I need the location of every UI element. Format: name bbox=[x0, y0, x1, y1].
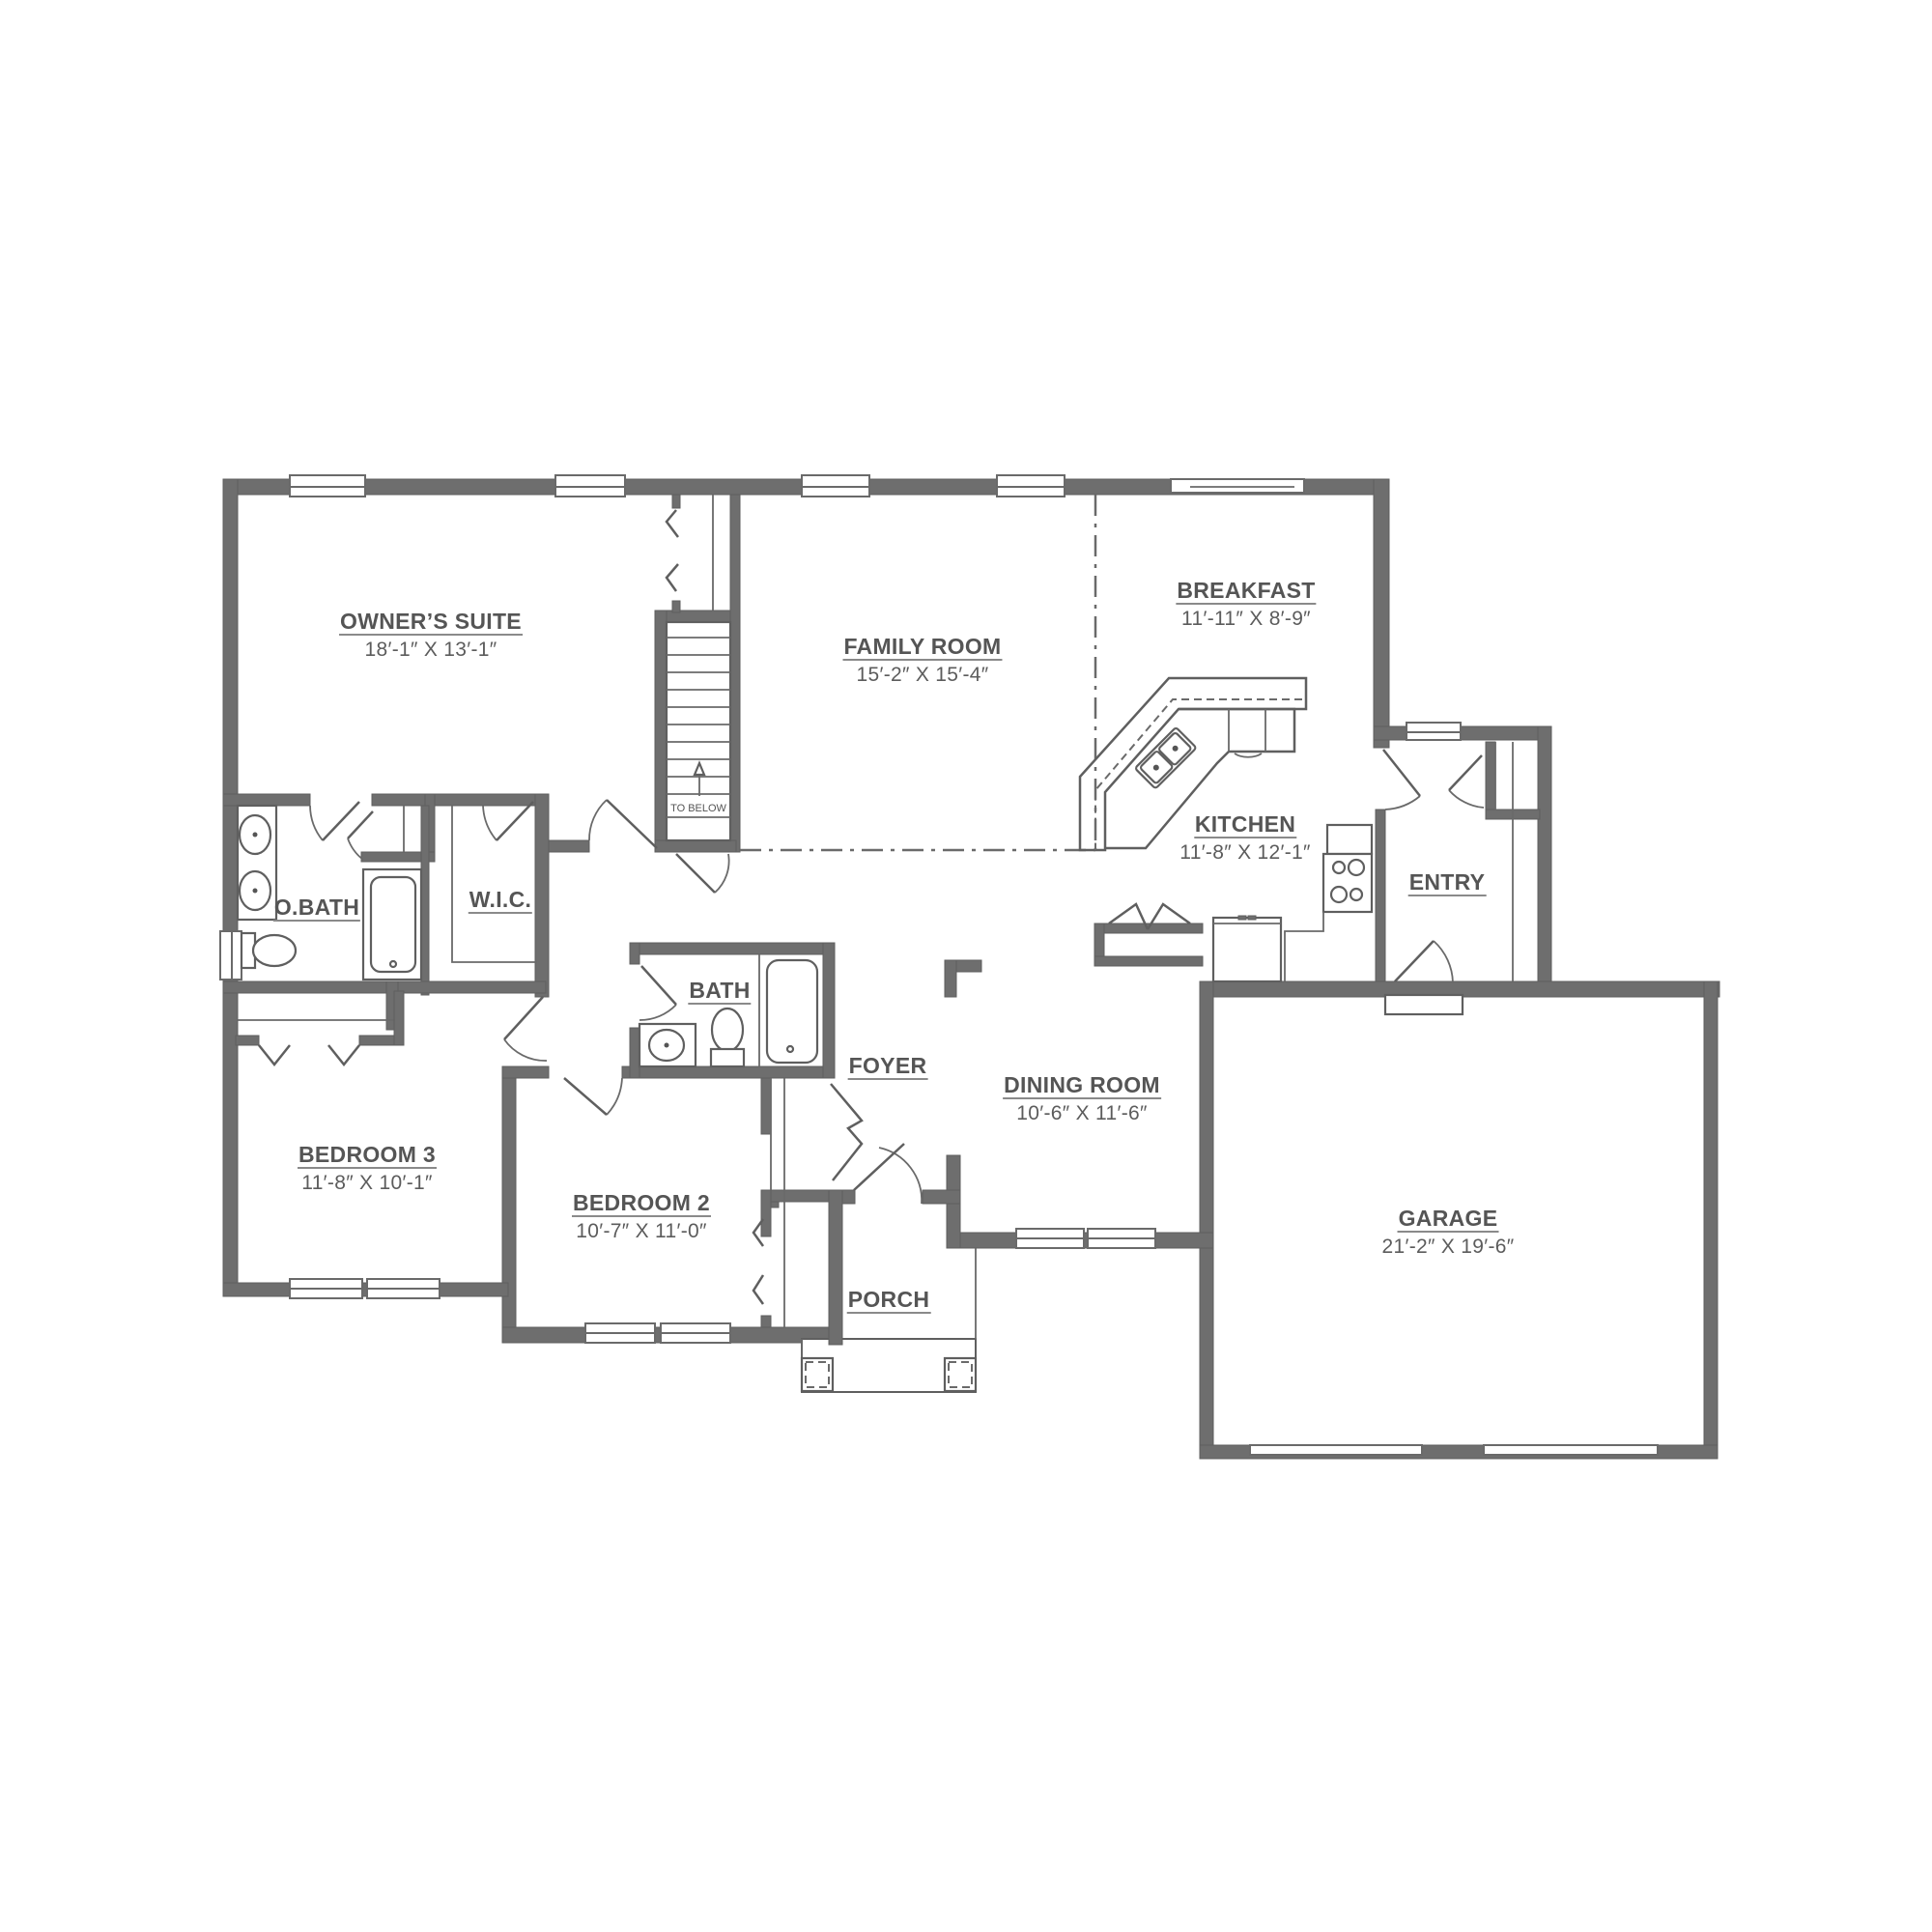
room-owners-suite: OWNER’S SUITE 18′-1″ X 13′-1″ bbox=[339, 609, 523, 662]
fixtures bbox=[236, 676, 1374, 1393]
room-bedroom-2: BEDROOM 2 10′-7″ X 11′-0″ bbox=[572, 1190, 711, 1243]
stairs-label: TO BELOW bbox=[670, 803, 726, 814]
room-dimensions: 11′-8″ X 12′-1″ bbox=[1179, 841, 1311, 864]
room-breakfast: BREAKFAST 11′-11″ X 8′-9″ bbox=[1176, 578, 1317, 631]
room-porch: PORCH bbox=[846, 1287, 931, 1314]
room-dimensions: 21′-2″ X 19′-6″ bbox=[1381, 1236, 1515, 1258]
room-bath: BATH bbox=[688, 978, 752, 1005]
room-name: BREAKFAST bbox=[1176, 578, 1317, 605]
room-name: ENTRY bbox=[1407, 869, 1487, 896]
room-name: KITCHEN bbox=[1193, 811, 1297, 838]
room-name: FOYER bbox=[847, 1053, 928, 1080]
room-walk-in-closet: W.I.C. bbox=[468, 887, 533, 914]
room-family-room: FAMILY ROOM 15′-2″ X 15′-4″ bbox=[842, 634, 1003, 687]
room-name: O.BATH bbox=[272, 895, 361, 922]
room-name: GARAGE bbox=[1397, 1206, 1499, 1233]
room-dimensions: 10′-7″ X 11′-0″ bbox=[576, 1220, 707, 1242]
room-name: OWNER’S SUITE bbox=[339, 609, 523, 636]
room-name: PORCH bbox=[846, 1287, 931, 1314]
windows bbox=[219, 474, 1659, 1456]
room-boundaries bbox=[740, 495, 1097, 852]
room-bedroom-3: BEDROOM 3 11′-8″ X 10′-1″ bbox=[298, 1142, 437, 1195]
room-dimensions: 15′-2″ X 15′-4″ bbox=[856, 664, 989, 686]
room-name: FAMILY ROOM bbox=[842, 634, 1003, 661]
room-name: BEDROOM 3 bbox=[298, 1142, 437, 1169]
room-dimensions: 11′-11″ X 8′-9″ bbox=[1181, 608, 1311, 630]
room-kitchen: KITCHEN 11′-8″ X 12′-1″ bbox=[1179, 811, 1310, 865]
doors bbox=[235, 742, 1514, 1327]
room-name: W.I.C. bbox=[468, 887, 533, 914]
room-name: BATH bbox=[688, 978, 752, 1005]
room-entry: ENTRY bbox=[1407, 869, 1487, 896]
room-name: BEDROOM 2 bbox=[572, 1190, 711, 1217]
room-dimensions: 10′-6″ X 11′-6″ bbox=[1016, 1102, 1148, 1124]
room-foyer: FOYER bbox=[847, 1053, 928, 1080]
stairs bbox=[665, 495, 732, 842]
room-owners-bath: O.BATH bbox=[272, 895, 361, 922]
room-garage: GARAGE 21′-2″ X 19′-6″ bbox=[1382, 1206, 1515, 1259]
room-name: DINING ROOM bbox=[1003, 1072, 1161, 1099]
room-dining-room: DINING ROOM 10′-6″ X 11′-6″ bbox=[1003, 1072, 1161, 1125]
room-dimensions: 11′-8″ X 10′-1″ bbox=[301, 1172, 433, 1194]
room-dimensions: 18′-1″ X 13′-1″ bbox=[364, 639, 497, 661]
